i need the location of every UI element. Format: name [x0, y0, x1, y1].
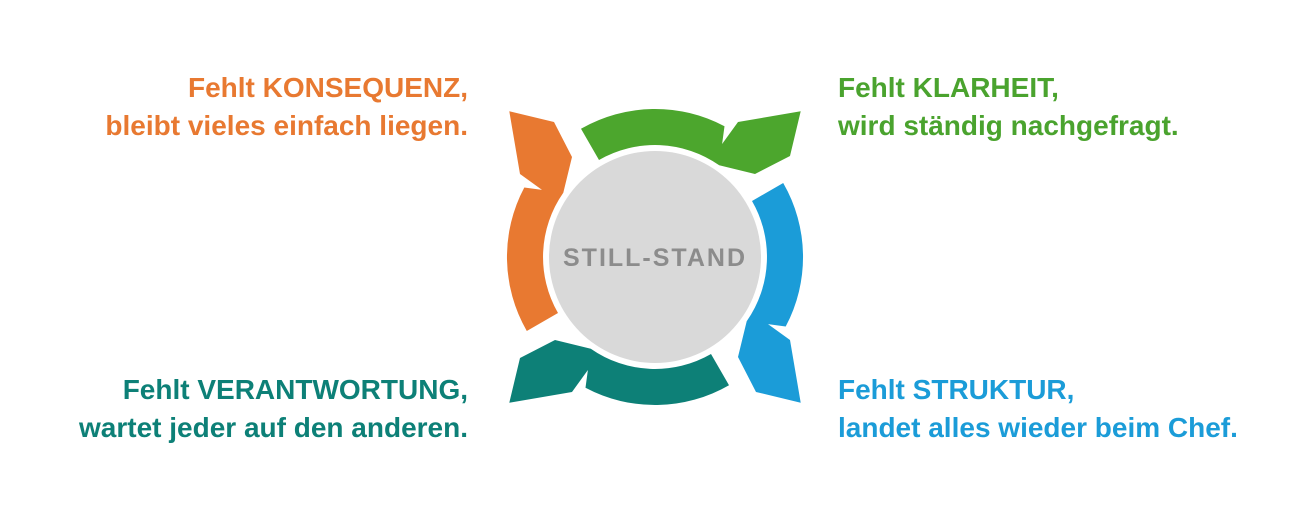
label-konsequenz: Fehlt KONSEQUENZ, bleibt vieles einfach …: [105, 69, 468, 145]
label-konsequenz-line2: bleibt vieles einfach liegen.: [105, 110, 468, 141]
label-verantwortung: Fehlt VERANTWORTUNG, wartet jeder auf de…: [79, 371, 468, 447]
label-struktur-line1: Fehlt STRUKTUR,: [838, 374, 1075, 405]
center-circle: [549, 151, 761, 363]
label-klarheit-line1: Fehlt KLARHEIT,: [838, 72, 1059, 103]
label-verantwortung-line1: Fehlt VERANTWORTUNG,: [122, 374, 468, 405]
center-label: STILL-STAND: [563, 244, 747, 272]
label-struktur-line2: landet alles wieder beim Chef.: [838, 412, 1238, 443]
label-struktur: Fehlt STRUKTUR, landet alles wieder beim…: [838, 371, 1238, 447]
label-verantwortung-line2: wartet jeder auf den anderen.: [79, 412, 468, 443]
label-klarheit: Fehlt KLARHEIT, wird ständig nachgefragt…: [838, 69, 1179, 145]
label-konsequenz-line1: Fehlt KONSEQUENZ,: [187, 72, 468, 103]
label-klarheit-line2: wird ständig nachgefragt.: [838, 110, 1179, 141]
cycle-diagram: STILL-STAND: [506, 108, 804, 406]
